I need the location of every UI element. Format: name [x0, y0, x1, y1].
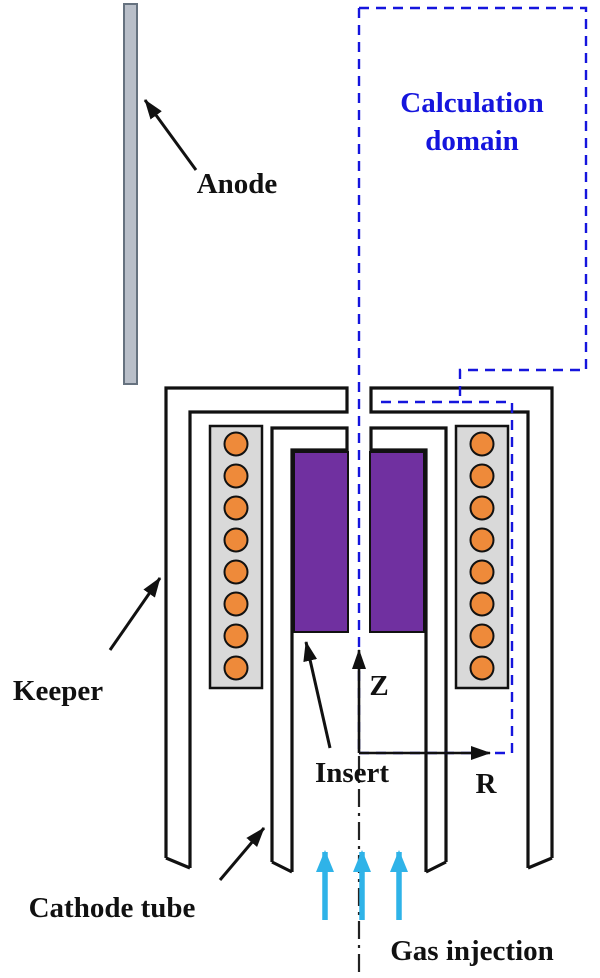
heater-coil-turn	[223, 655, 249, 681]
insert-left-block	[293, 451, 349, 633]
keeper-label: Keeper	[13, 675, 103, 707]
keeper-right-wall	[369, 386, 554, 870]
cathode-tube-right-wall	[369, 426, 448, 874]
heater-coil-turn	[469, 527, 495, 553]
heater-coil-turn	[469, 463, 495, 489]
heater-coil-turn	[223, 431, 249, 457]
insert-label: Insert	[315, 757, 389, 789]
cathode-tube-leader-arrow	[218, 827, 266, 881]
insert-leader-arrow	[303, 641, 332, 749]
cathode-tube-label: Cathode tube	[29, 892, 196, 924]
keeper-left-wall	[164, 386, 349, 870]
heater-coil-turn	[469, 655, 495, 681]
heater-coil-turn	[469, 591, 495, 617]
heater-coil-turn	[223, 559, 249, 585]
gas-injection-arrows	[316, 850, 408, 920]
heater-right	[454, 424, 510, 690]
anode-label: Anode	[197, 168, 278, 200]
calculation-domain-label-line2: domain	[425, 125, 518, 157]
gas-injection-label: Gas injection	[390, 935, 554, 967]
anode-leader-arrow	[143, 99, 198, 171]
heater-coil-turn	[469, 623, 495, 649]
heater-coil-turn	[223, 463, 249, 489]
anode-bar	[123, 3, 138, 385]
heater-coil-turn	[469, 559, 495, 585]
heater-coil-turn	[469, 431, 495, 457]
heater-coil-turn	[469, 495, 495, 521]
r-axis-label: R	[476, 768, 498, 800]
heater-coil-turn	[223, 495, 249, 521]
heater-coil-turn	[223, 623, 249, 649]
z-axis-label: Z	[369, 670, 388, 702]
keeper-leader-arrow	[108, 577, 162, 651]
insert-right-block	[369, 451, 425, 633]
heater-left	[208, 424, 264, 690]
cathode-tube-left-wall	[270, 426, 349, 874]
heater-coil-turn	[223, 591, 249, 617]
calculation-domain-label-line1: Calculation	[400, 87, 543, 119]
heater-coil-turn	[223, 527, 249, 553]
